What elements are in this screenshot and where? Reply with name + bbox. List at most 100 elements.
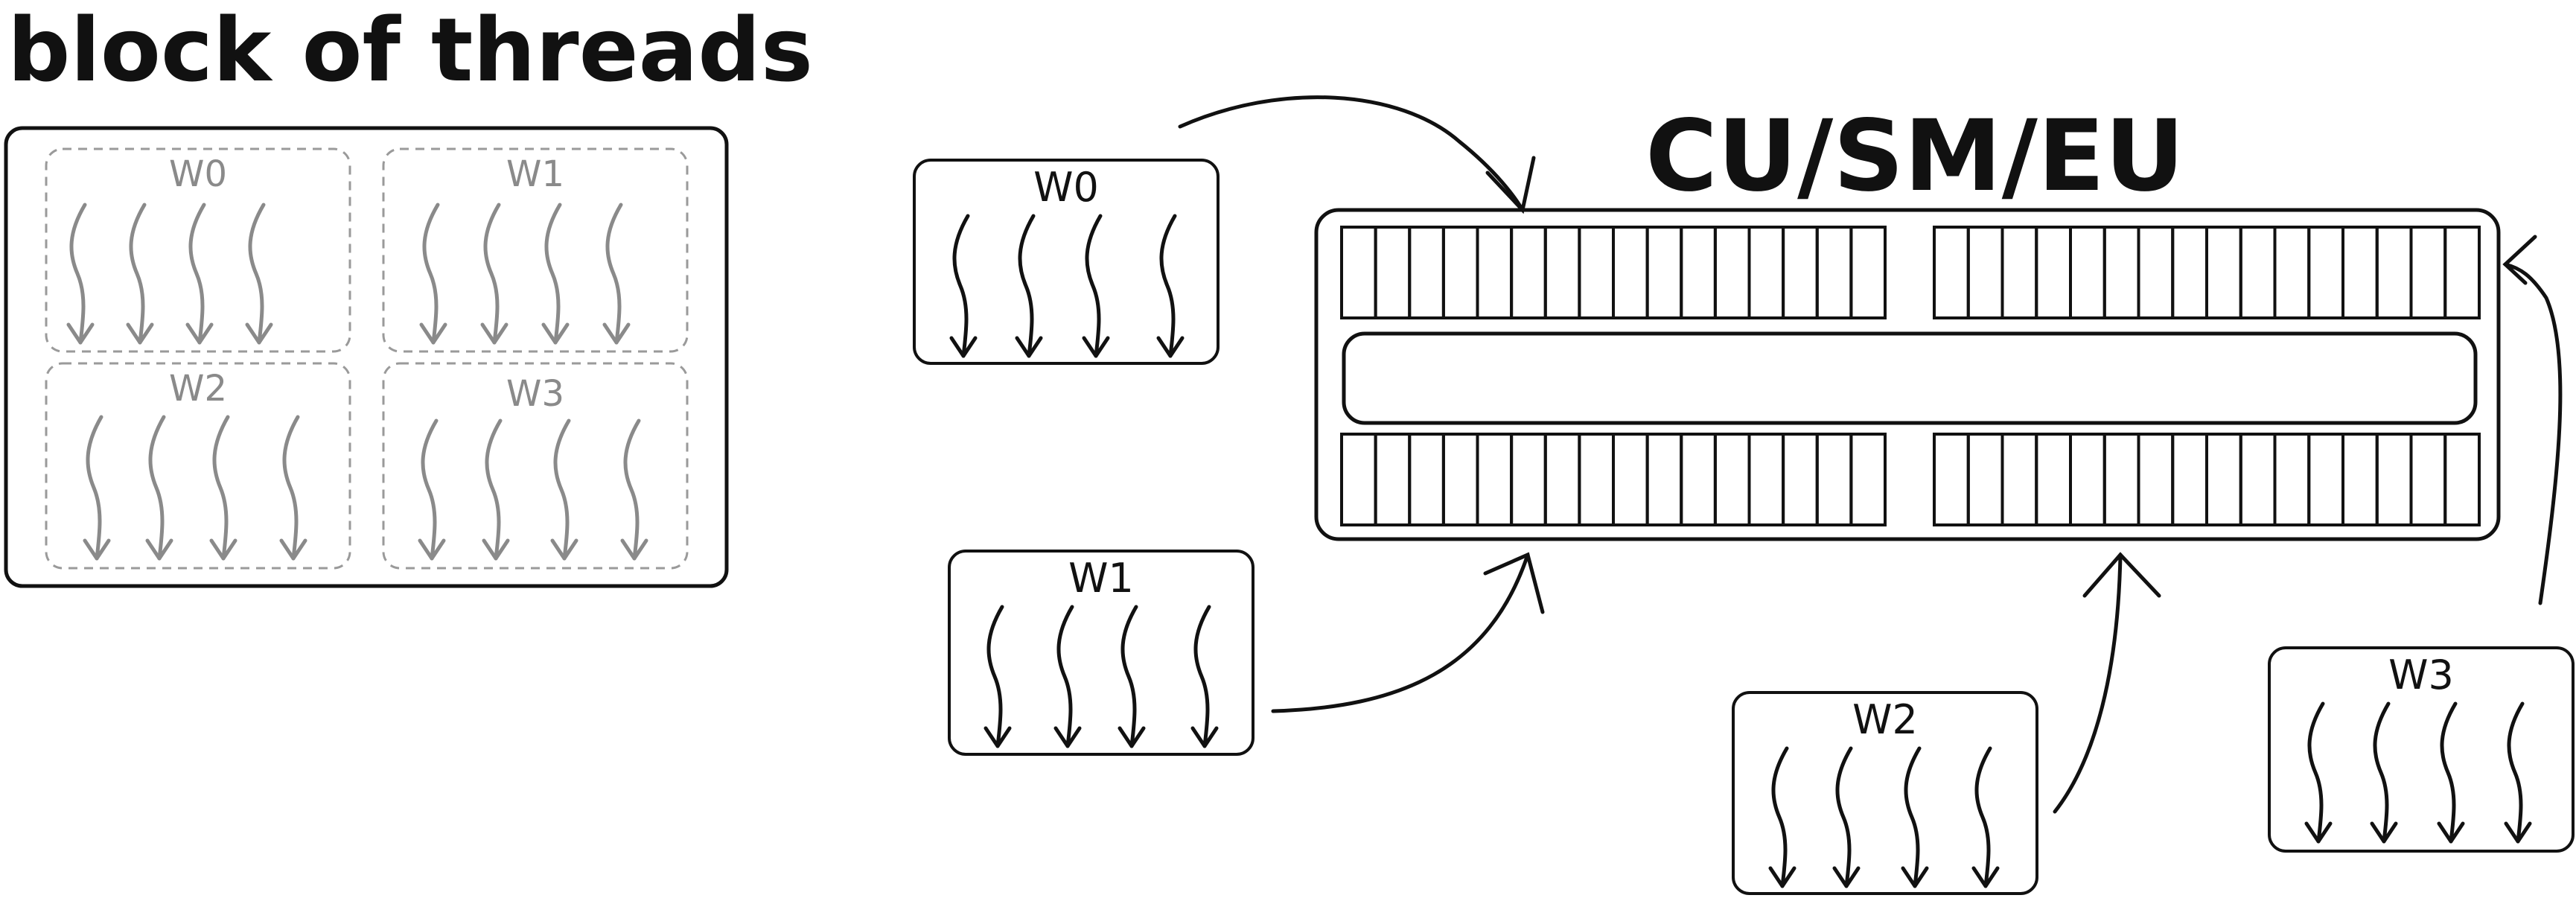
lane-cell [1713, 433, 1751, 526]
thread-arrow [1082, 214, 1110, 358]
thread-arrow [83, 415, 111, 561]
lane-cell [1849, 226, 1887, 319]
scheduled-warp-label: W3 [2388, 652, 2454, 698]
lane-cell [1408, 433, 1445, 526]
lane-cell [2375, 433, 2413, 526]
thread-arrow [550, 418, 578, 561]
block-warp-w3: W3 [382, 362, 689, 570]
thread-arrow [245, 203, 273, 345]
thread-arrow [185, 203, 214, 345]
lane-cell [2000, 433, 2038, 526]
thread-arrow [949, 214, 978, 358]
thread-arrow [983, 605, 1012, 748]
lane-cell [1578, 226, 1615, 319]
thread-arrow [419, 203, 447, 345]
cu-title: CU/SM/EU [1645, 99, 2184, 214]
block-container [4, 126, 729, 588]
lane-cell [2409, 226, 2447, 319]
lane-group [1933, 226, 2481, 319]
lane-cell [2273, 226, 2311, 319]
thread-arrow [145, 415, 173, 561]
arrow-w1-to-cu [1271, 552, 1545, 713]
lane-cell [1966, 433, 2004, 526]
lane-cell [1340, 226, 1377, 319]
lane-group [1340, 433, 1887, 526]
lane-cell [2171, 433, 2208, 526]
thread-arrow [66, 203, 95, 345]
lane-cell [2205, 433, 2242, 526]
block-title: block of threads [7, 0, 813, 101]
thread-arrow [541, 203, 570, 345]
thread-arrow [1156, 214, 1185, 358]
lane-cell [2307, 433, 2344, 526]
thread-arrow [620, 418, 648, 561]
lane-cell [1680, 433, 1717, 526]
lane-cell [1680, 226, 1717, 319]
thread-arrow [2304, 701, 2333, 844]
lane-cell [1782, 433, 1819, 526]
thread-arrow [482, 418, 510, 561]
lane-cell [1408, 226, 1445, 319]
lane-cell [1747, 433, 1785, 526]
lane-cell [1747, 226, 1785, 319]
lane-cell [1374, 433, 1412, 526]
lane-cell [1578, 433, 1615, 526]
lane-cell [2205, 226, 2242, 319]
lane-cell [2035, 433, 2072, 526]
lane-cell [1441, 226, 1479, 319]
lane-group [1340, 226, 1887, 319]
lane-cell [1476, 433, 1514, 526]
lane-cell [1612, 433, 1649, 526]
lane-cell [1510, 226, 1547, 319]
lane-cell [2137, 226, 2175, 319]
lane-cell [1476, 226, 1514, 319]
scheduled-warp-label: W1 [1068, 555, 1134, 602]
lane-cell [1966, 226, 2004, 319]
lane-cell [2307, 226, 2344, 319]
block-warp-w1: W1 [382, 147, 689, 353]
connector-arrows [1178, 95, 2563, 814]
cu-lanes [1340, 226, 2481, 526]
thread-arrow [1053, 605, 1082, 748]
scheduled-warp-w1: W1 [948, 550, 1254, 756]
lane-cell [1645, 433, 1683, 526]
lane-cell [1340, 433, 1377, 526]
arrow-w0-to-cu [1178, 95, 1536, 214]
thread-arrow [2370, 701, 2398, 844]
thread-arrow [1768, 746, 1796, 888]
lane-cell [1441, 433, 1479, 526]
lane-cell [2443, 433, 2481, 526]
lane-cell [1933, 226, 1970, 319]
lane-cell [2273, 433, 2311, 526]
arrow-w2-to-cu [2053, 552, 2161, 814]
lane-cell [1849, 433, 1887, 526]
lane-cell [2069, 226, 2106, 319]
lane-group [1933, 433, 2481, 526]
scheduled-warp-w3: W3 [2268, 646, 2575, 853]
block-warp-w2: W2 [45, 362, 351, 570]
thread-arrow [2504, 701, 2532, 844]
thread-arrow [418, 418, 446, 561]
thread-arrow [126, 203, 154, 345]
lane-cell [1374, 226, 1412, 319]
thread-arrow [1832, 746, 1861, 888]
lane-cell [2239, 226, 2277, 319]
scheduled-warp-w2: W2 [1732, 691, 2038, 895]
lane-cell [1815, 433, 1853, 526]
cu-shared-bar [1342, 331, 2478, 425]
lane-cell [2102, 226, 2140, 319]
lane-cell [2409, 433, 2447, 526]
scheduled-warp-label: W0 [1033, 164, 1099, 211]
lane-cell [2171, 226, 2208, 319]
lane-cell [2069, 433, 2106, 526]
thread-arrow [279, 415, 307, 561]
lane-cell [2341, 433, 2379, 526]
thread-arrow [602, 203, 631, 345]
lane-cell [1815, 226, 1853, 319]
thread-arrow [1190, 605, 1219, 748]
lane-cell [1510, 433, 1547, 526]
block-warp-label: W0 [169, 153, 227, 195]
lane-cell [1543, 226, 1581, 319]
lane-cell [2375, 226, 2413, 319]
